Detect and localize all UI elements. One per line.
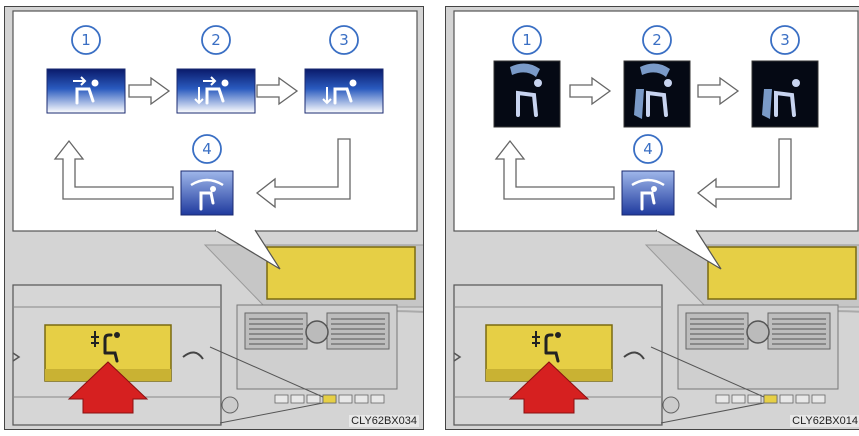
face-vent-icon (47, 69, 125, 113)
person-head (555, 332, 561, 338)
console-button (355, 395, 368, 403)
left-panel: 1 2 3 4 CLY62BX034 (4, 6, 424, 430)
foot-vent-icon (305, 69, 383, 113)
person-head (114, 332, 120, 338)
step-number: 2 (652, 31, 662, 49)
right-diagram: 1 2 3 4 (446, 7, 859, 430)
person-head (92, 80, 99, 87)
icon-tile (47, 69, 125, 113)
step-number: 2 (211, 31, 221, 49)
dial (222, 397, 238, 413)
center-knob (306, 321, 328, 343)
right-panel: 1 2 3 4 CLY62BX014 (445, 6, 859, 430)
person-head (350, 80, 357, 87)
step-number: 1 (81, 31, 91, 49)
icon-tile (177, 69, 255, 113)
center-display-highlight (267, 247, 415, 299)
step-number: 4 (643, 140, 653, 158)
figure-code: CLY62BX014 (790, 415, 859, 427)
console-button (796, 395, 809, 403)
seat-upper-airflow-icon (494, 61, 560, 127)
person-head (222, 80, 229, 87)
step-number: 4 (202, 140, 212, 158)
console-button (732, 395, 745, 403)
console-button (371, 395, 384, 403)
person-head (534, 79, 542, 87)
console-button (291, 395, 304, 403)
left-diagram: 1 2 3 4 (5, 7, 424, 430)
seat-upper-lower-airflow-icon (624, 61, 690, 127)
console-button (307, 395, 320, 403)
face-foot-vent-icon (177, 69, 255, 113)
person-head (792, 79, 800, 87)
seat-lower-airflow-icon (752, 61, 818, 127)
center-display-highlight (708, 247, 856, 299)
highlighted-console-button (323, 395, 336, 403)
foot-defroster-icon (622, 171, 674, 215)
center-knob (747, 321, 769, 343)
person-head (664, 79, 672, 87)
figure-code: CLY62BX034 (349, 415, 419, 427)
console-button (780, 395, 793, 403)
step-number: 3 (780, 31, 790, 49)
person-head (210, 186, 216, 192)
console-button (748, 395, 761, 403)
step-number: 1 (522, 31, 532, 49)
step-number: 3 (339, 31, 349, 49)
console-button (812, 395, 825, 403)
console-button (275, 395, 288, 403)
person-head (651, 186, 657, 192)
foot-defroster-icon (181, 171, 233, 215)
console-button (339, 395, 352, 403)
highlighted-console-button (764, 395, 777, 403)
dial (663, 397, 679, 413)
console-button (716, 395, 729, 403)
icon-tile (305, 69, 383, 113)
